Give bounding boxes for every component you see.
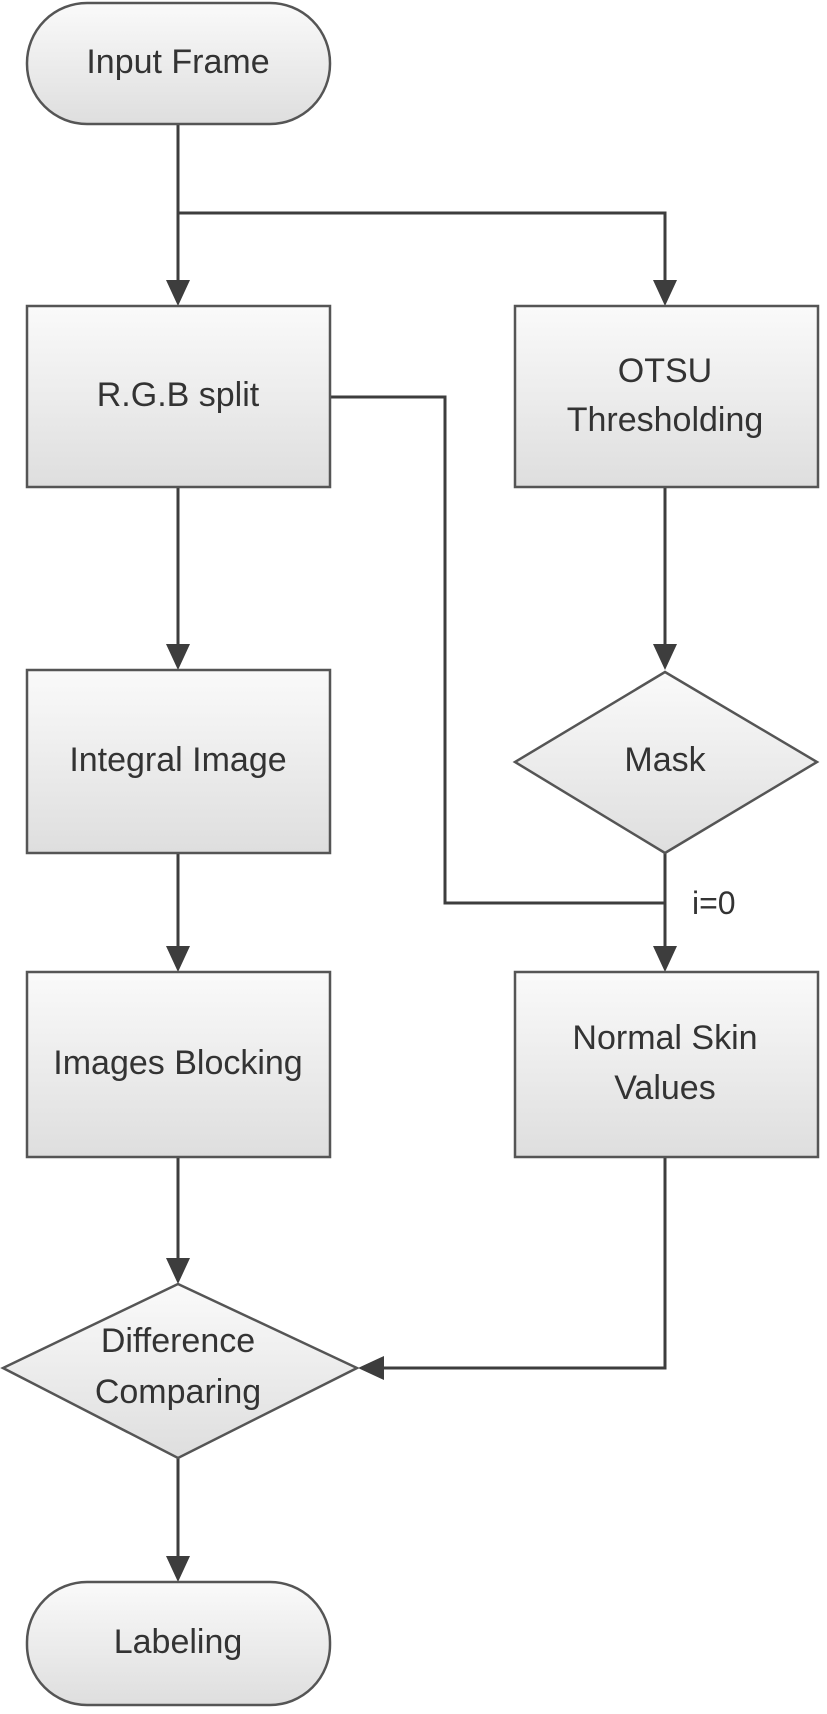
arrowhead-difference-right: [358, 1356, 384, 1380]
edges: [166, 124, 677, 1582]
node-difference-label-line1: Difference: [101, 1322, 255, 1360]
arrowhead-integral: [166, 644, 190, 670]
node-otsu-label-line1: OTSU: [618, 352, 712, 390]
arrowhead-labeling: [166, 1556, 190, 1582]
node-rgb-split: R.G.B split: [25, 304, 332, 489]
node-rgb-split-label: R.G.B split: [97, 376, 260, 414]
arrowhead-normal: [653, 946, 677, 972]
node-otsu-label-line2: Thresholding: [567, 401, 764, 439]
node-difference-label-line2: Comparing: [95, 1373, 261, 1411]
node-normal-skin-label-line1: Normal Skin: [572, 1019, 757, 1057]
arrowhead-otsu: [653, 280, 677, 306]
node-input-frame-label: Input Frame: [86, 43, 269, 81]
node-integral-image-label: Integral Image: [69, 741, 286, 779]
node-otsu-thresholding: OTSU Thresholding: [513, 304, 820, 489]
node-images-blocking: Images Blocking: [25, 970, 332, 1159]
node-integral-image: Integral Image: [25, 668, 332, 855]
arrowhead-rgb: [166, 280, 190, 306]
node-labeling: Labeling: [25, 1580, 332, 1707]
node-difference-comparing: Difference Comparing: [0, 1282, 360, 1460]
edge-normal-to-difference: [380, 1157, 667, 1370]
node-images-blocking-label: Images Blocking: [53, 1044, 302, 1082]
edge-input-to-otsu: [178, 211, 667, 282]
node-input-frame: Input Frame: [25, 1, 332, 126]
edge-rgb-to-normal: [330, 395, 665, 905]
node-normal-skin-values: Normal Skin Values: [513, 970, 820, 1159]
arrowhead-mask: [653, 644, 677, 670]
edge-label-i-equals-0: i=0: [692, 885, 736, 921]
node-normal-skin-label-line2: Values: [614, 1069, 715, 1107]
node-mask-label: Mask: [624, 741, 706, 779]
arrowhead-difference-top: [166, 1258, 190, 1284]
node-mask-decision: Mask: [512, 670, 820, 855]
node-labeling-label: Labeling: [114, 1623, 243, 1661]
arrowhead-blocking: [166, 946, 190, 972]
